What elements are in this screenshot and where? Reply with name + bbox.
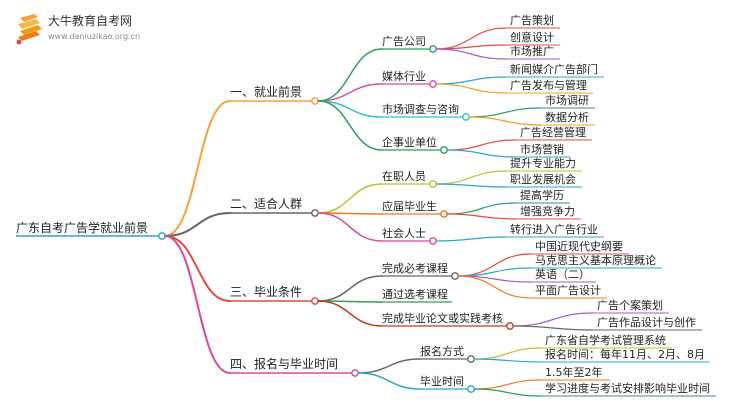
leaf-connector-1-4-2 [446, 149, 517, 158]
branch-3-label: 三、毕业条件 [230, 285, 302, 299]
leaf-connector-4-1-2 [473, 358, 542, 363]
leaf-2-2-1: 提高学历 [520, 188, 564, 202]
leaf-2-2-2: 增强竞争力 [520, 204, 575, 218]
book-logo-icon [16, 14, 42, 45]
subtopic-1-2: 媒体行业 [382, 69, 426, 83]
leaf-4-2-1: 1.5年至2年 [545, 365, 603, 379]
sub-connector-3-3 [317, 300, 383, 327]
leaf-1-3-1: 市场调研 [545, 93, 589, 107]
sub-connector-4-1 [357, 358, 421, 374]
branch-connector-1 [164, 100, 231, 237]
branch-connector-2 [164, 212, 231, 237]
leaf-connector-2-2-2 [446, 213, 517, 220]
subtopic-1-3: 市场调查与咨询 [382, 102, 459, 116]
leaf-4-2-2: 学习进度与考试安排影响毕业时间 [545, 381, 710, 395]
leaf-3-1-1: 中国近现代史纲要 [535, 240, 623, 253]
leaf-connector-2-2-1 [446, 202, 517, 215]
leaf-connector-4-2-1 [473, 379, 542, 390]
sub-connector-1-4 [317, 100, 383, 151]
subtopic-1-2-dot [429, 80, 437, 88]
subtopic-4-1-dot [467, 355, 475, 363]
leaf-4-1-1: 广东省自学考试管理系统 [545, 333, 666, 347]
subtopic-3-3-dot [506, 322, 514, 330]
root-topic: 广东自考广告学就业前景 [16, 220, 148, 235]
branch-connector-4 [164, 235, 231, 374]
subtopic-2-2: 应届毕业生 [382, 199, 437, 213]
leaf-connector-3-3-1 [512, 312, 594, 327]
leaf-1-2-1: 新闻媒介广告部门 [510, 62, 598, 76]
leaf-3-3-2: 广告作品设计与创作 [597, 316, 696, 329]
leaf-3-1-3: 英语（二） [535, 267, 590, 281]
leaf-connector-1-1-2 [435, 44, 507, 50]
subtopic-1-1: 广告公司 [382, 35, 426, 48]
subtopic-2-3-dot [429, 237, 437, 245]
leaf-1-1-3: 市场推广 [510, 44, 554, 58]
subtopic-2-1: 在职人员 [382, 170, 426, 183]
leaf-1-1-1: 广告策划 [510, 13, 554, 27]
leaf-connector-1-2-2 [435, 83, 507, 94]
leaf-connector-4-1-1 [473, 347, 542, 360]
subtopic-4-2: 毕业时间 [420, 375, 464, 388]
subtopic-3-1-dot [451, 272, 459, 280]
sub-connector-1-1 [317, 48, 383, 102]
leaf-2-3-1: 转行进入广告行业 [510, 222, 598, 236]
leaf-1-2-2: 广告发布与管理 [510, 78, 587, 92]
sub-connector-3-1 [317, 275, 383, 302]
subtopic-3-1: 完成必考课程 [382, 261, 448, 275]
sub-connector-1-2 [317, 83, 383, 102]
leaf-connector-1-1-1 [435, 27, 507, 50]
leaf-connector-1-2-1 [435, 76, 507, 85]
leaf-connector-1-3-1 [468, 107, 542, 118]
leaf-3-1-4: 平面广告设计 [535, 284, 601, 297]
leaf-3-3-1: 广告个案策划 [597, 298, 663, 312]
branch-connector-3 [164, 235, 231, 302]
branch-2-label: 二、适合人群 [230, 196, 302, 211]
sub-connector-4-2 [357, 372, 421, 390]
logo-url: www.daniuzikao.org.cn [48, 32, 141, 41]
logo-title: 大牛教育自考网 [48, 14, 133, 28]
sub-connector-2-1 [317, 183, 383, 214]
subtopic-1-1-dot [429, 45, 437, 53]
leaf-connector-1-4-1 [446, 139, 517, 151]
leaf-connector-1-3-2 [468, 116, 542, 126]
leaf-connector-1-1-3 [435, 48, 507, 60]
leaf-connector-2-1-2 [435, 183, 507, 188]
leaf-1-1-2: 创意设计 [510, 30, 554, 44]
leaf-1-3-2: 数据分析 [545, 110, 589, 124]
branch-1-dot [311, 97, 319, 105]
subtopic-2-2-dot [440, 210, 448, 218]
leaf-connector-3-1-4 [457, 275, 532, 299]
subtopic-2-1-dot [429, 180, 437, 188]
leaf-3-1-2: 马克思主义基本原理概论 [535, 253, 656, 267]
leaf-connector-4-2-2 [473, 388, 542, 397]
branch-4-label: 四、报名与毕业时间 [230, 356, 338, 371]
subtopic-1-4-dot [440, 146, 448, 154]
subtopic-3-3: 完成毕业论文或实践考核 [382, 311, 503, 325]
branch-1-label: 一、就业前景 [230, 84, 302, 99]
branch-3-dot [311, 297, 319, 305]
leaf-connector-2-3-1 [435, 236, 507, 242]
branch-4-dot [351, 369, 359, 377]
subtopic-1-4: 企事业单位 [382, 135, 437, 149]
branch-2-dot [311, 209, 319, 217]
subtopic-4-2-dot [467, 385, 475, 393]
subtopic-3-2: 通过选考课程 [382, 288, 448, 301]
leaf-1-4-1: 广告经营管理 [520, 125, 586, 139]
leaf-connector-3-3-2 [512, 325, 594, 331]
subtopic-1-3-dot [462, 113, 470, 121]
sub-connector-2-3 [317, 212, 383, 242]
leaf-2-1-2: 职业发展机会 [510, 172, 576, 186]
subtopic-2-3: 社会人士 [382, 226, 426, 240]
leaf-1-4-2: 市场营销 [520, 142, 564, 156]
site-logo[interactable]: 大牛教育自考网 www.daniuzikao.org.cn [14, 12, 144, 48]
leaf-2-1-1: 提升专业能力 [510, 156, 576, 170]
leaf-4-1-2: 报名时间：每年11月、2月、8月 [545, 347, 705, 361]
subtopic-4-1: 报名方式 [420, 344, 464, 358]
leaf-connector-3-1-1 [457, 253, 532, 277]
leaf-connector-2-1-1 [435, 170, 507, 185]
